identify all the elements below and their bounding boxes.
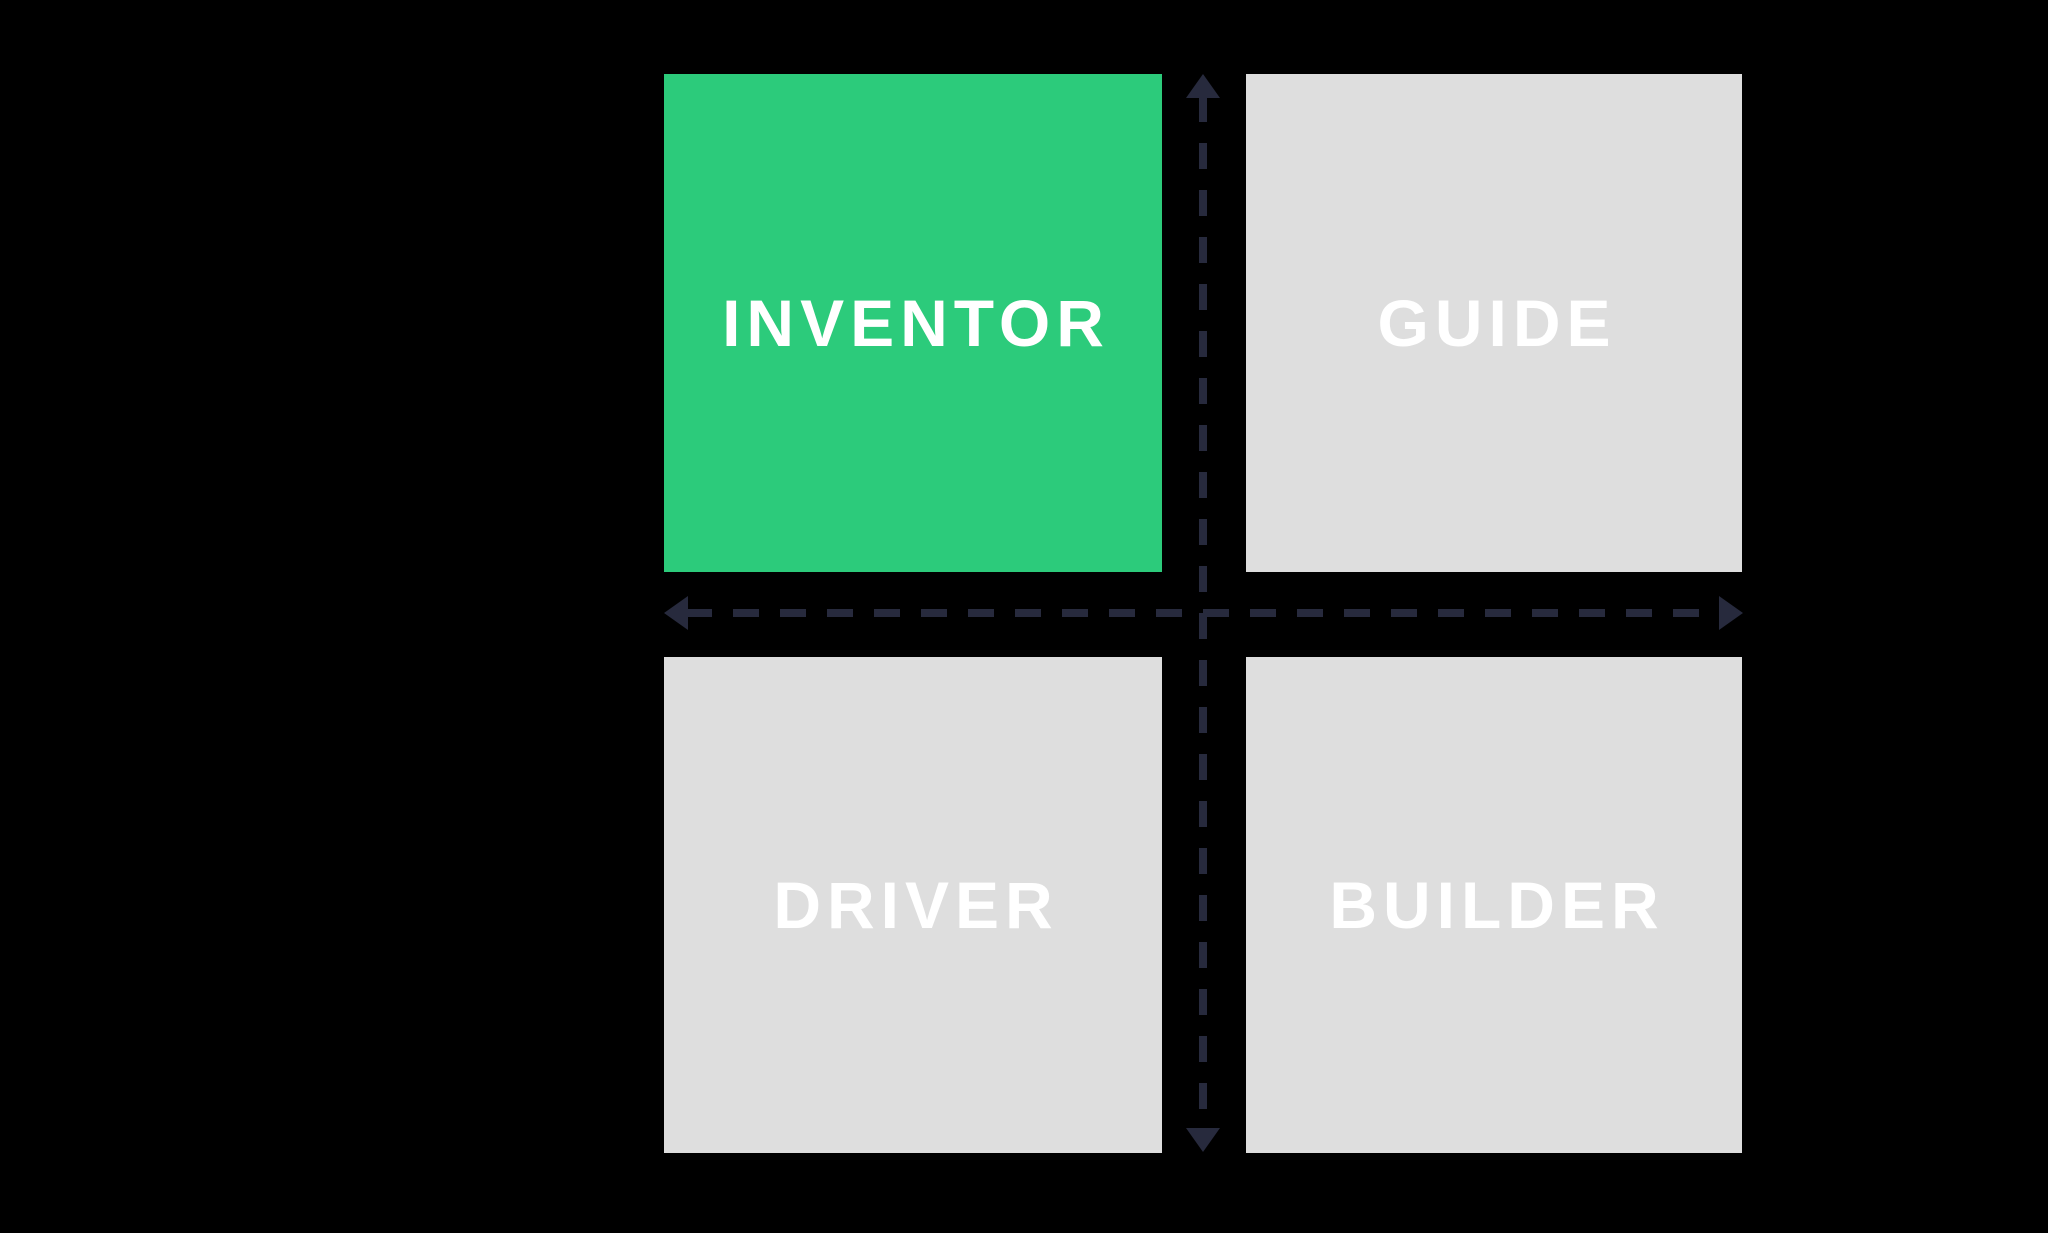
arrowhead-up-icon — [1186, 74, 1220, 98]
quadrant-driver-label: DRIVER — [773, 868, 1059, 942]
arrowhead-down-icon — [1186, 1128, 1220, 1152]
quadrant-inventor-label: INVENTOR — [722, 286, 1110, 360]
arrowhead-left-icon — [664, 596, 688, 630]
quadrant-inventor: INVENTOR — [664, 74, 1162, 572]
quadrant-guide: GUIDE — [1246, 74, 1742, 572]
quadrant-builder-label: BUILDER — [1329, 868, 1665, 942]
quadrant-builder: BUILDER — [1246, 657, 1742, 1153]
quadrant-driver: DRIVER — [664, 657, 1162, 1153]
arrowhead-right-icon — [1719, 596, 1743, 630]
quadrant-guide-label: GUIDE — [1377, 286, 1617, 360]
